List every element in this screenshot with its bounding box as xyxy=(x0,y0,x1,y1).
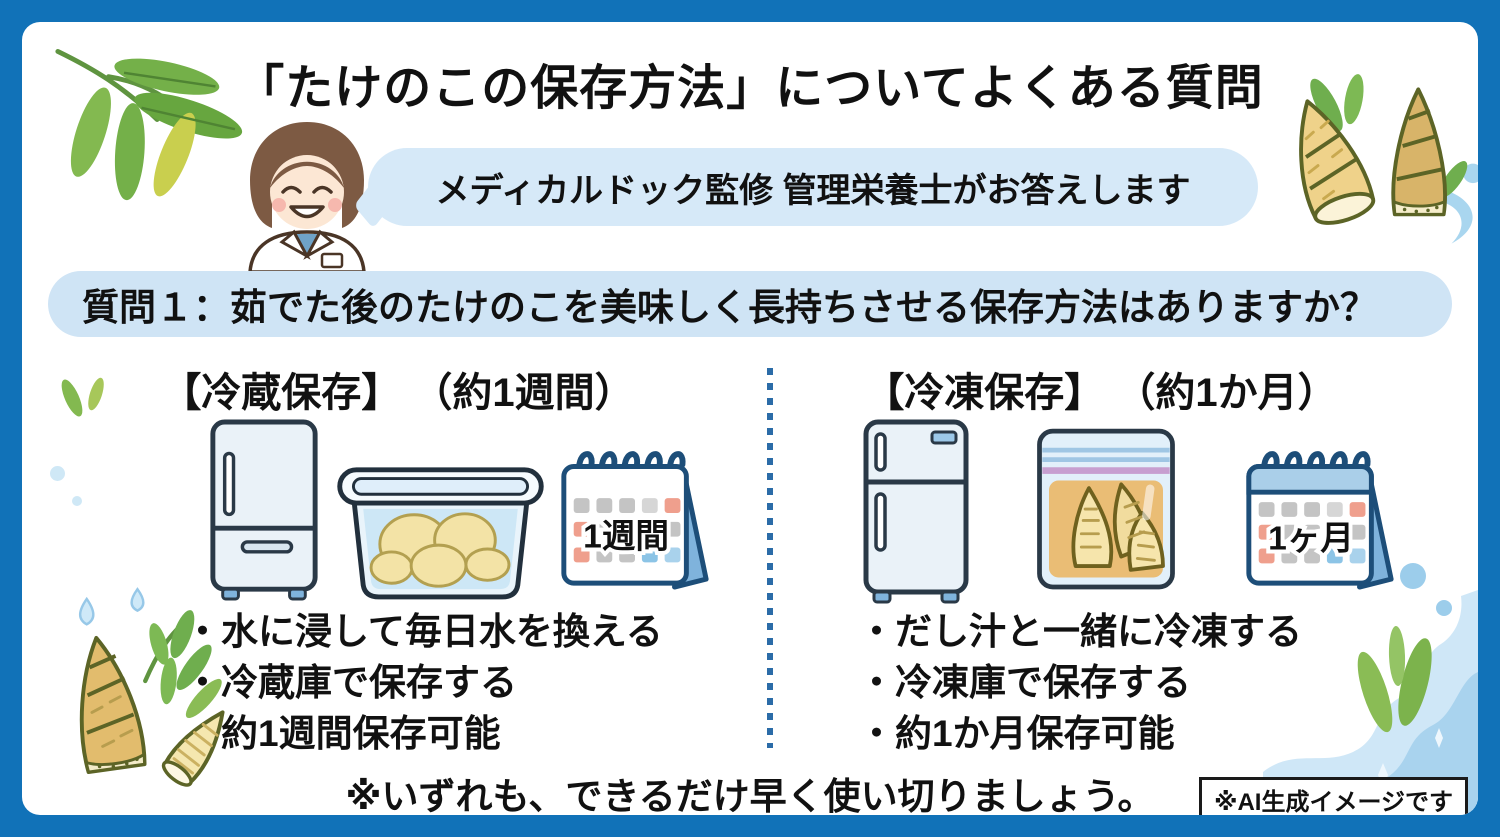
bubble-dot xyxy=(50,466,65,481)
list-item: ・冷凍庫で保存する xyxy=(858,662,1191,703)
freezer-bag-icon xyxy=(1037,428,1175,590)
sparkle-icon xyxy=(1435,728,1443,748)
water-container-icon xyxy=(337,467,544,600)
list-item: ・約1か月保存可能 xyxy=(858,713,1175,754)
page-title: 「たけのこの保存方法」についてよくある質問 xyxy=(236,62,1264,115)
list-item: ・冷蔵庫で保存する xyxy=(184,662,517,703)
calendar-label: 1週間 xyxy=(583,519,669,556)
ai-generated-badge: ※AI生成イメージです xyxy=(1199,777,1468,815)
refrigeration-heading: 【冷蔵保存】 （約1週間） xyxy=(161,371,635,415)
water-splash-icon xyxy=(1437,188,1473,244)
list-item: ・約1週間保存可能 xyxy=(184,713,501,754)
question-banner: 質問１：茹でた後のたけのこを美味しく長持ちさせる保存方法はありますか？ xyxy=(48,271,1452,337)
list-item: ・水に浸して毎日水を換える xyxy=(184,611,663,652)
bubble-dot xyxy=(1436,600,1452,616)
speech-bubble-tail xyxy=(353,181,393,229)
water-drop-icon xyxy=(130,587,145,613)
leaf-icon xyxy=(1357,651,1393,733)
calendar-icon: 1ヶ月 xyxy=(1246,451,1394,590)
bubble-dot xyxy=(72,496,82,506)
footer-note: ※いずれも、できるだけ早く使い切りましょう。 xyxy=(345,776,1155,815)
refrigerator-icon xyxy=(210,419,318,601)
calendar-icon: 1週間 xyxy=(561,451,709,590)
column-divider xyxy=(767,368,773,748)
freezer-refrigerator-icon xyxy=(863,419,969,604)
freezing-heading: 【冷凍保存】 （約1か月） xyxy=(864,371,1338,415)
water-drop-icon xyxy=(78,596,95,626)
refrigeration-steps-list: ・水に浸して毎日水を換える ・冷蔵庫で保存する ・約1週間保存可能 xyxy=(184,606,663,759)
speech-bubble-text: メディカルドック監修 管理栄養士がお答えします xyxy=(435,171,1191,210)
content-panel: 「たけのこの保存方法」についてよくある質問 メディカルドック監修 管理栄養士がお… xyxy=(22,22,1478,815)
calendar-label: 1ヶ月 xyxy=(1268,521,1354,558)
leaf-icon xyxy=(1388,626,1406,686)
leaf-icon xyxy=(1398,638,1432,726)
bubble-dot xyxy=(1400,563,1426,589)
speech-bubble: メディカルドック監修 管理栄養士がお答えします xyxy=(353,148,1258,229)
list-item: ・だし汁と一緒に冷凍する xyxy=(858,611,1302,652)
question-banner-text: 質問１：茹でた後のたけのこを美味しく長持ちさせる保存方法はありますか？ xyxy=(82,287,1377,328)
freezing-steps-list: ・だし汁と一緒に冷凍する ・冷凍庫で保存する ・約1か月保存可能 xyxy=(858,606,1302,759)
